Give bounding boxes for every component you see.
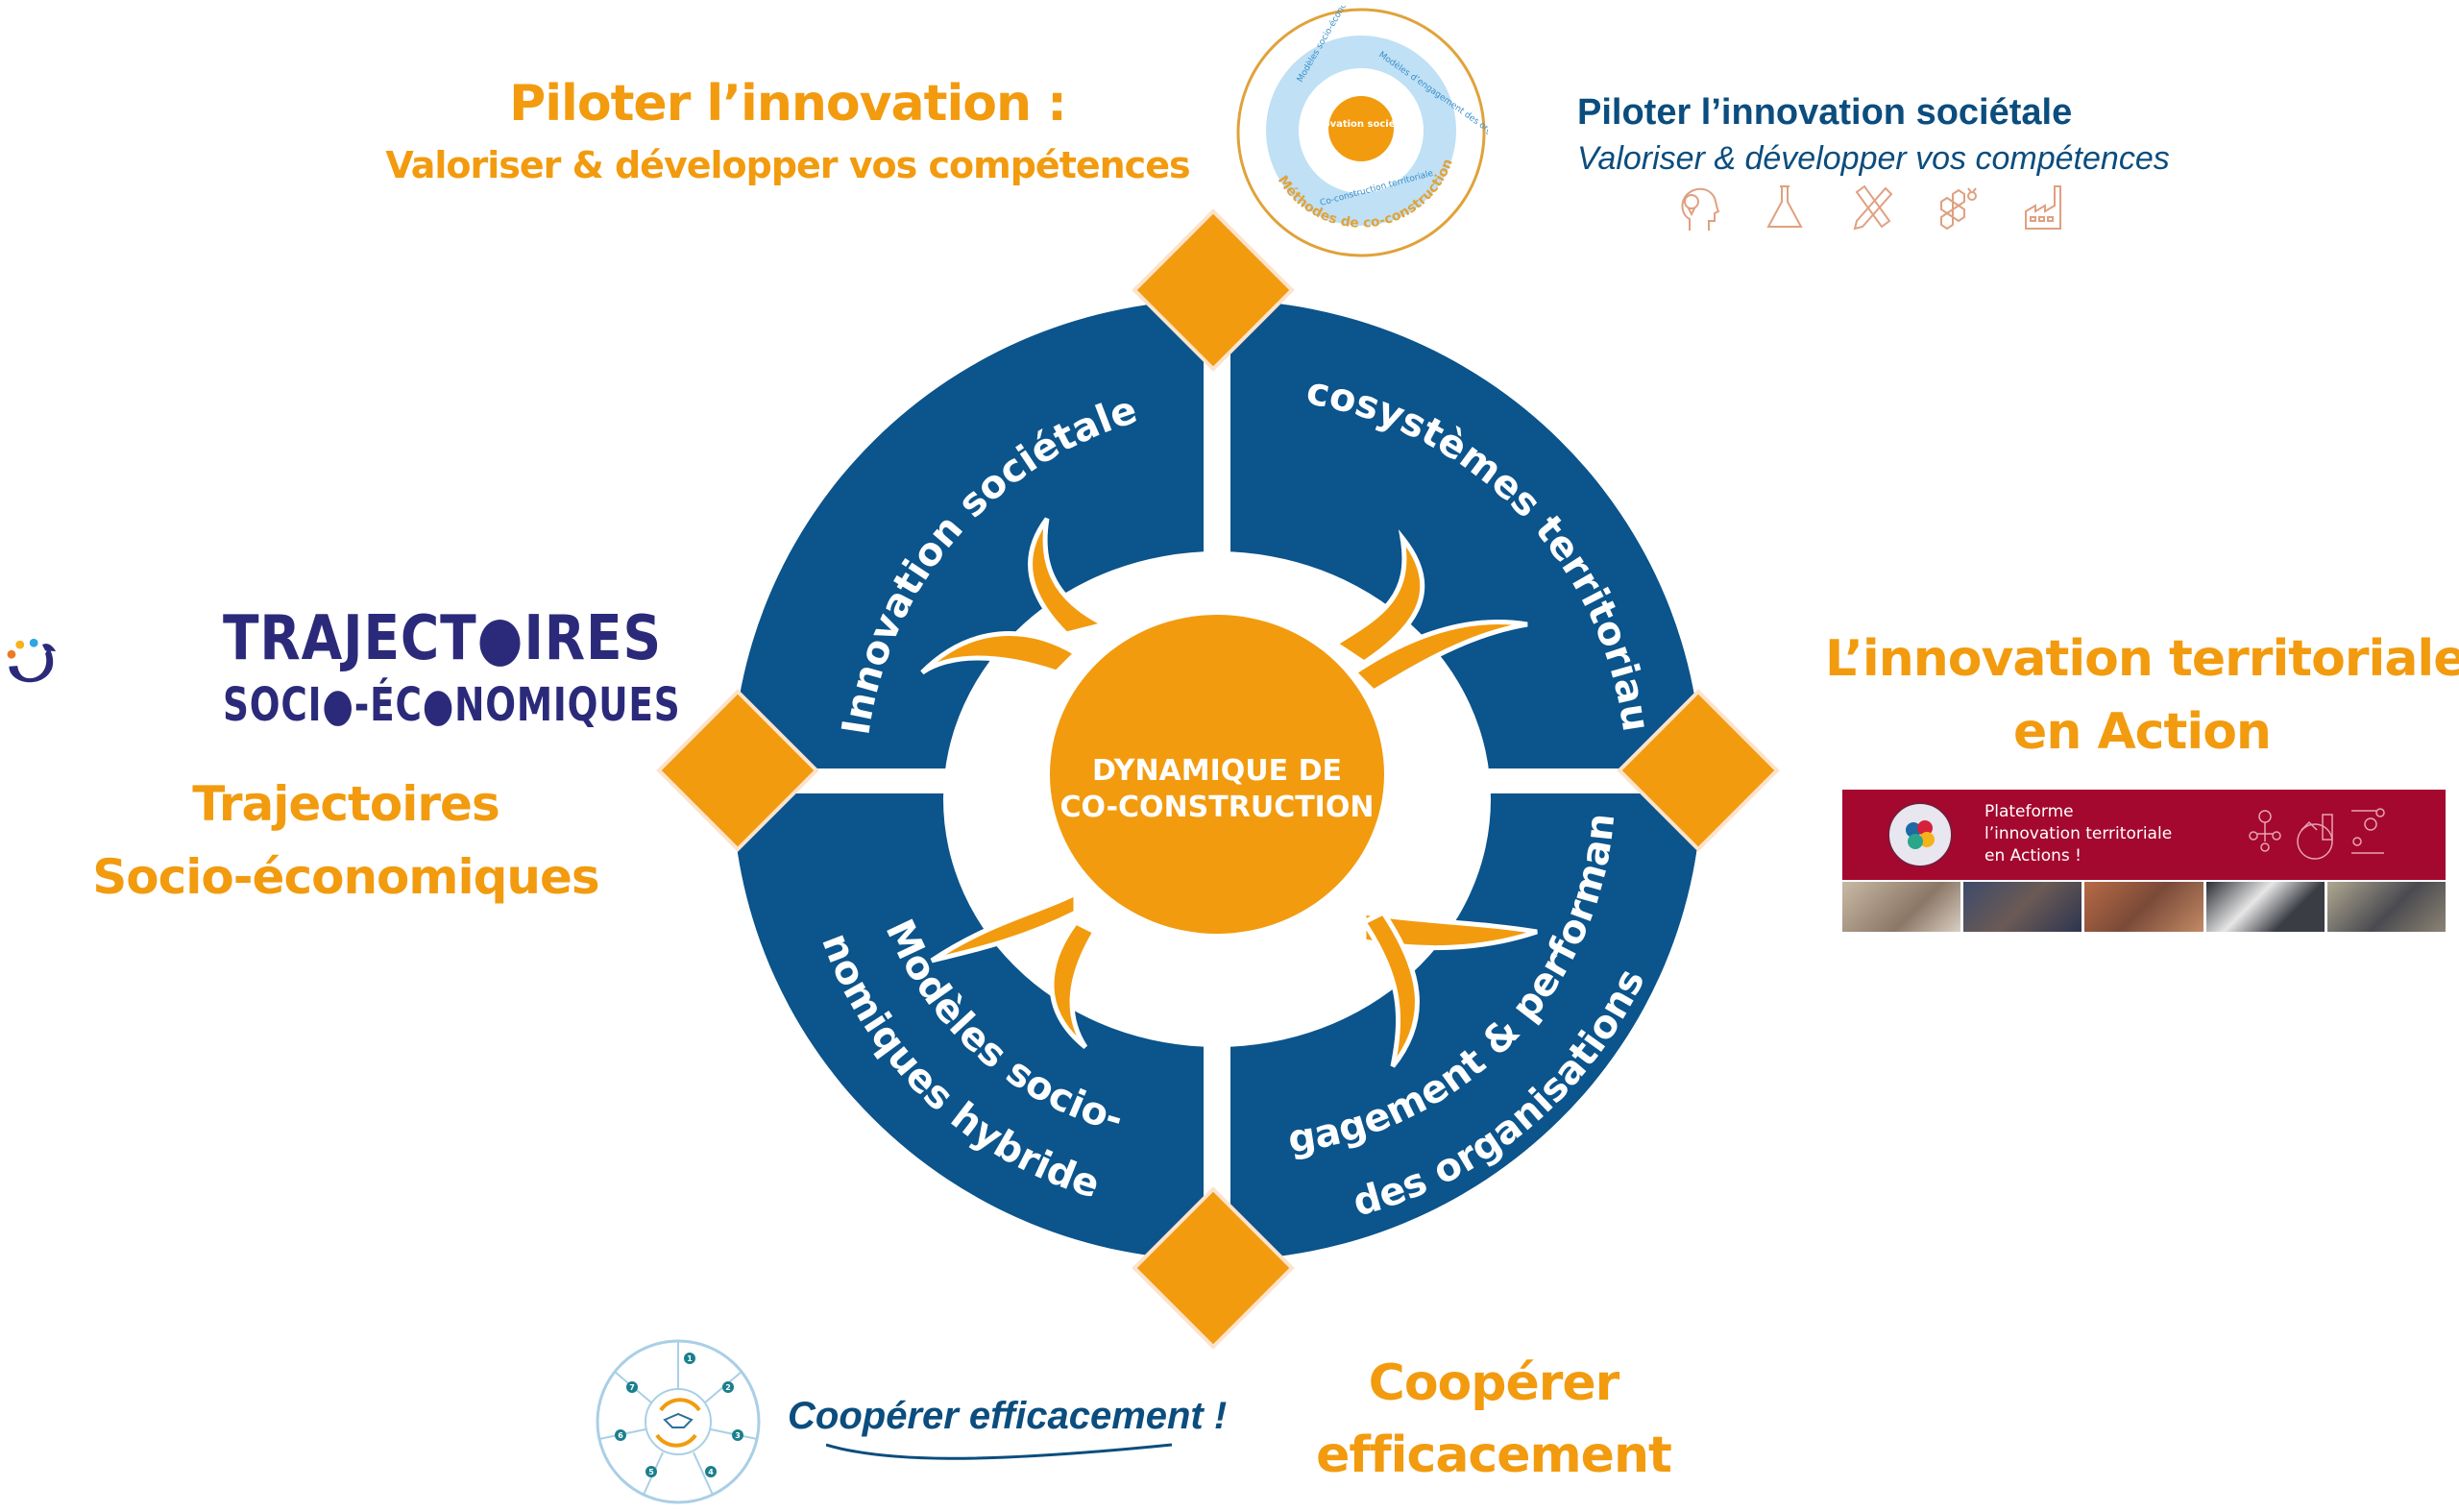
step-3: 3	[735, 1431, 741, 1440]
trajectoires-heading-line2: Socio-économiques	[92, 849, 599, 905]
trajectoires-logo-mark[interactable]	[0, 567, 211, 759]
swirl-arm-bottom-right	[1361, 910, 1538, 951]
handshake-icon	[663, 1412, 694, 1428]
pilot-societale-title: Piloter l’innovation sociétale	[1577, 92, 2073, 133]
cooperer-heading-line2: efficacement	[1316, 1427, 1672, 1484]
innovation-societale-dot	[1328, 96, 1394, 161]
photo-audience	[1963, 882, 2082, 932]
territoriale-heading-line1: L’innovation territoriale	[1825, 630, 2459, 688]
banner-line3: en Actions !	[1984, 846, 2082, 866]
photo-reception	[2326, 882, 2447, 932]
photo-presentation	[2205, 882, 2325, 932]
banner-pictograms	[2249, 808, 2385, 860]
step-2: 2	[725, 1383, 731, 1392]
swirl-arm-top-left	[1028, 517, 1112, 637]
swirl-arm-top-right	[1330, 528, 1425, 667]
top-logo-center: Innovation sociétale	[1306, 118, 1417, 130]
step-4: 4	[708, 1468, 714, 1476]
banner-text: Plateforme l’innovation territoriale en …	[1984, 801, 2172, 867]
banner-line1: Plateforme	[1984, 802, 2074, 821]
pilot-societale-subtitle: Valoriser & développer vos compétences	[1577, 140, 2170, 177]
swirl-arm-top-left-2	[920, 631, 1081, 675]
swirl-arm-top-right-2	[1351, 620, 1528, 695]
trajectoires-heading-line1: Trajectoires	[192, 776, 499, 832]
arrow-cycle	[1266, 36, 1456, 226]
ruler-pencil-icon	[1853, 184, 1893, 231]
step-7: 7	[629, 1383, 635, 1392]
methodes-co-construction-logo[interactable]: Innovation sociétale Modèles socio-écono…	[1234, 6, 1488, 259]
plateforme-banner[interactable]: Plateforme l’innovation territoriale en …	[1842, 790, 2447, 932]
pilot-innovation-subheading: Valoriser & développer vos compétences	[385, 144, 1190, 186]
diamond-left[interactable]	[656, 689, 819, 852]
competence-icons	[1676, 183, 2080, 240]
cooperer-heading-line1: Coopérer	[1368, 1354, 1620, 1412]
puzzle-logo-icon	[1887, 802, 1953, 867]
step-6: 6	[618, 1431, 623, 1440]
diamond-top[interactable]	[1132, 208, 1295, 372]
center-circle	[1050, 615, 1384, 934]
head-lightbulb-icon	[1681, 187, 1720, 231]
tagline-swoosh	[826, 1443, 1172, 1460]
diamond-bottom[interactable]	[1132, 1186, 1295, 1350]
trajectoires-wordmark-line2: SOCI●-ÉC●NOMIQUES	[223, 678, 681, 732]
center-label-line2: CO-CONSTRUCTION	[1060, 791, 1375, 824]
honeycomb-bee-icon	[1940, 187, 1977, 231]
swirl-arm-bottom-left	[930, 889, 1079, 963]
pilot-innovation-heading: Piloter l’innovation :	[509, 75, 1067, 133]
step-1: 1	[687, 1354, 693, 1363]
photo-meeting-2	[2084, 882, 2203, 932]
photo-meeting-1	[1842, 882, 1961, 932]
location-people-icon	[2351, 808, 2385, 854]
banner-line2: l’innovation territoriale	[1984, 824, 2173, 843]
center-label-line1: DYNAMIQUE DE	[1092, 754, 1342, 788]
territoriale-heading-line2: en Action	[2013, 703, 2272, 761]
factory-icon	[2025, 185, 2061, 230]
trajectoires-wordmark-line1: TRAJECT●IRES	[223, 603, 662, 674]
banner-photo-strip	[1842, 882, 2447, 932]
swirl-arm-bottom-right-2	[1360, 909, 1420, 1068]
flask-icon	[1766, 185, 1803, 228]
diamond-right[interactable]	[1617, 689, 1780, 852]
cooperer-tagline: Coopérer efficacement !	[788, 1395, 1228, 1437]
globe-city-icon	[2297, 814, 2333, 860]
cooperer-wheel-logo[interactable]: 1 2 3 4 5 6 7	[594, 1337, 763, 1506]
network-lightbulb-icon	[2249, 810, 2281, 852]
swirl-arm-bottom-left-2	[1049, 918, 1099, 1049]
step-5: 5	[648, 1468, 654, 1476]
swirl-arms	[920, 517, 1538, 1068]
